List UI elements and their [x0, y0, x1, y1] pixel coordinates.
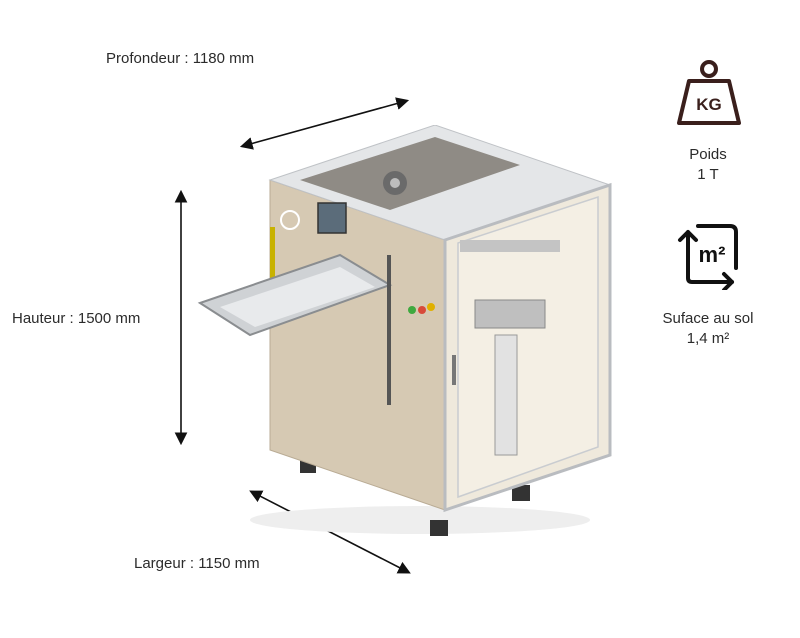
weight-title: Poids: [689, 146, 727, 163]
area-icon-text: m²: [699, 242, 726, 267]
area-value: 1,4 m²: [686, 330, 730, 347]
width-label: Largeur : 1150 mm: [134, 555, 260, 572]
depth-label: Profondeur : 1180 mm: [106, 50, 255, 67]
machine-illustration: [197, 125, 612, 536]
area-title: Suface au sol: [662, 310, 754, 327]
weight-kg-icon: KG: [673, 57, 745, 129]
square-meter-icon: m²: [674, 222, 746, 292]
weight-icon-text: KG: [696, 95, 722, 114]
weight-stat: Poids 1 T: [638, 145, 778, 185]
height-label: Hauteur : 1500 mm: [12, 310, 141, 327]
weight-value: 1 T: [697, 166, 719, 183]
area-stat: Suface au sol 1,4 m²: [638, 309, 778, 349]
